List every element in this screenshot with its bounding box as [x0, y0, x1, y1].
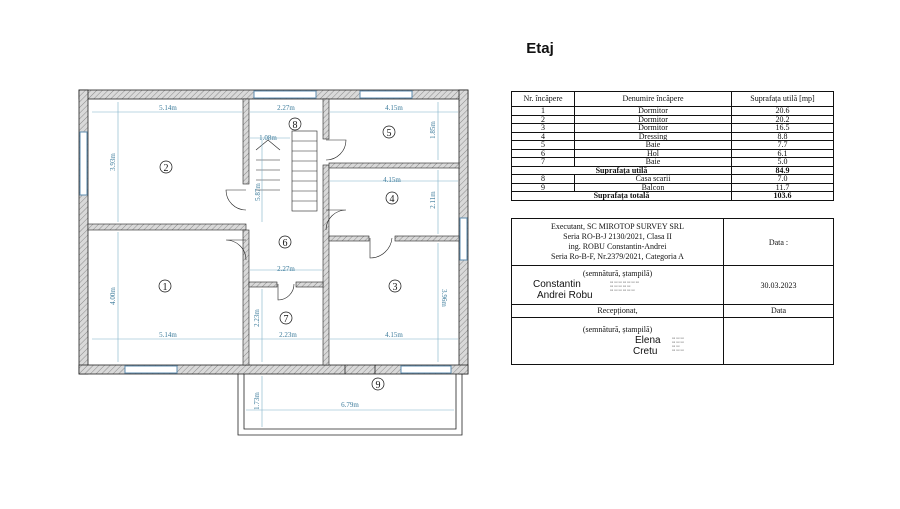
dimension-label: 4.15m: [385, 104, 403, 112]
signature-table: Executant, SC MIROTOP SURVEY SRL Seria R…: [511, 217, 834, 365]
room-number-7: 7: [284, 314, 289, 325]
table-row: 5 Baie 7.7: [511, 140, 834, 150]
room-number-1: 1: [163, 282, 168, 293]
room-area-cell: 20.6: [731, 106, 834, 116]
executant-signature-row: (semnătură, ștampilă) Constantin Andrei …: [511, 265, 834, 305]
executant-line: Seria RO-B-J 2130/2021, Clasa II: [563, 232, 672, 242]
stamp-label: (semnătură, ștampilă): [582, 269, 653, 279]
receptionat-row: Recepționat, Data: [511, 303, 834, 319]
room-nr-cell: 1: [511, 106, 575, 116]
dimension-label: 5.14m: [159, 104, 177, 112]
receptionat-signature-row: (semnătură, ștampilă) Elena Cretu ▭ ▭ ▭▭…: [511, 317, 834, 365]
receptionat-signature-cell: (semnătură, ștampilă) Elena Cretu ▭ ▭ ▭▭…: [511, 317, 724, 365]
table-row: 8 Casa scarii 7.0: [511, 174, 834, 184]
dimension-label: 2.27m: [277, 265, 295, 273]
room-area-cell: 7.7: [731, 140, 834, 150]
room-name-cell: Baie: [574, 140, 732, 150]
dimension-label: 2.11m: [429, 191, 437, 209]
dimension-labels: 5.14m 2.27m 4.15m 3.93m 1.85m 1.08m 5.87…: [109, 104, 448, 410]
digital-signature-stamp: ▭ ▭ ▭ ▭ ▭ ▭ ▭▭ ▭ ▭ ▭ ▭▭ ▭ ▭ ▭ ▭ ▭: [610, 280, 639, 293]
dimension-label: 2.23m: [253, 309, 261, 327]
dimension-label: 4.15m: [385, 331, 403, 339]
room-nr-cell: 9: [511, 182, 575, 192]
data-label-2: Data: [723, 303, 834, 319]
room-number-9: 9: [376, 380, 381, 391]
signature-name-line: Elena: [635, 335, 661, 346]
executant-line: ing. ROBU Constantin-Andrei: [568, 242, 667, 252]
dimension-label: 5.14m: [159, 331, 177, 339]
room-nr-cell: 5: [511, 140, 575, 150]
room-area-cell: 5.0: [731, 157, 834, 167]
room-nr-cell: 7: [511, 157, 575, 167]
digital-signature-stamp: ▭ ▭ ▭▭ ▭ ▭▭ ▭▭ ▭ ▭: [672, 336, 684, 352]
dimension-label: 5.87m: [254, 183, 262, 201]
room-nr-cell: 8: [511, 174, 575, 184]
room-markers: [158, 117, 402, 391]
room-area-cell: 7.0: [731, 174, 834, 184]
dimension-label: 3.96m: [440, 289, 448, 307]
dimension-label: 3.93m: [109, 153, 117, 171]
dimension-label: 4.00m: [109, 287, 117, 305]
executant-info: Executant, SC MIROTOP SURVEY SRL Seria R…: [511, 217, 724, 267]
total-label: Suprafața totală: [511, 191, 732, 201]
room-number-4: 4: [390, 194, 395, 205]
executant-line: Executant, SC MIROTOP SURVEY SRL: [550, 222, 685, 232]
room-name-cell: Dormitor: [574, 123, 732, 133]
interior-walls: [87, 98, 460, 366]
column-header: Suprafața utilă [mp]: [731, 91, 834, 107]
date-value: 30.03.2023: [723, 265, 834, 305]
dimension-label: 4.15m: [383, 176, 401, 184]
stairs: [255, 130, 318, 212]
dimension-label: 6.79m: [341, 401, 359, 409]
room-name-cell: Dormitor: [574, 106, 732, 116]
signature-name-line: Constantin: [533, 279, 581, 291]
room-name-cell: Baie: [574, 157, 732, 167]
rooms-table: Nr. încăpere Denumire încăpere Suprafața…: [511, 91, 834, 201]
room-number-5: 5: [387, 128, 392, 139]
signature-name-line: Cretu: [633, 346, 658, 357]
room-numbers: 1 2 3 4 5 6 7 8 9: [163, 120, 398, 391]
executant-line: Seria Ro-B-F, Nr.2379/2021, Categoria A: [551, 252, 684, 262]
signature-name-line: Andrei Robu: [537, 290, 593, 302]
dimension-label: 1.73m: [253, 392, 261, 410]
table-row: 7 Baie 5.0: [511, 157, 834, 167]
executant-signature-cell: (semnătură, ștampilă) Constantin Andrei …: [511, 265, 724, 305]
table-header-row: Nr. încăpere Denumire încăpere Suprafața…: [511, 91, 834, 107]
stamp-label-2: (semnătură, ștampilă): [582, 325, 653, 334]
table-row: 3 Dormitor 16.5: [511, 123, 834, 133]
room-name-cell: Casa scarii: [574, 174, 732, 184]
dimension-label: 1.08m: [259, 134, 277, 142]
table-row: 1 Dormitor 20.6: [511, 106, 834, 116]
room-number-3: 3: [393, 282, 398, 293]
room-number-2: 2: [164, 163, 169, 174]
total-value: 103.6: [731, 191, 834, 201]
balcony: [237, 365, 463, 436]
dimension-lines: [92, 102, 458, 427]
dimension-label: 2.27m: [277, 104, 295, 112]
column-header: Nr. încăpere: [511, 91, 575, 107]
total-row: Suprafața totală 103.6: [511, 191, 834, 201]
dimension-label: 1.85m: [429, 121, 437, 139]
room-area-cell: 16.5: [731, 123, 834, 133]
column-header: Denumire încăpere: [574, 91, 732, 107]
windows: [79, 90, 468, 374]
dimension-label: 2.23m: [279, 331, 297, 339]
room-number-8: 8: [293, 120, 298, 131]
page-title: Etaj: [526, 40, 554, 57]
outer-walls: [78, 89, 469, 375]
doors: [225, 139, 393, 301]
room-nr-cell: 3: [511, 123, 575, 133]
room-number-6: 6: [283, 238, 288, 249]
executant-row: Executant, SC MIROTOP SURVEY SRL Seria R…: [511, 217, 834, 267]
receptionat-label: Recepționat,: [511, 303, 724, 319]
date-empty-cell: [723, 317, 834, 365]
data-label: Data :: [723, 217, 834, 267]
